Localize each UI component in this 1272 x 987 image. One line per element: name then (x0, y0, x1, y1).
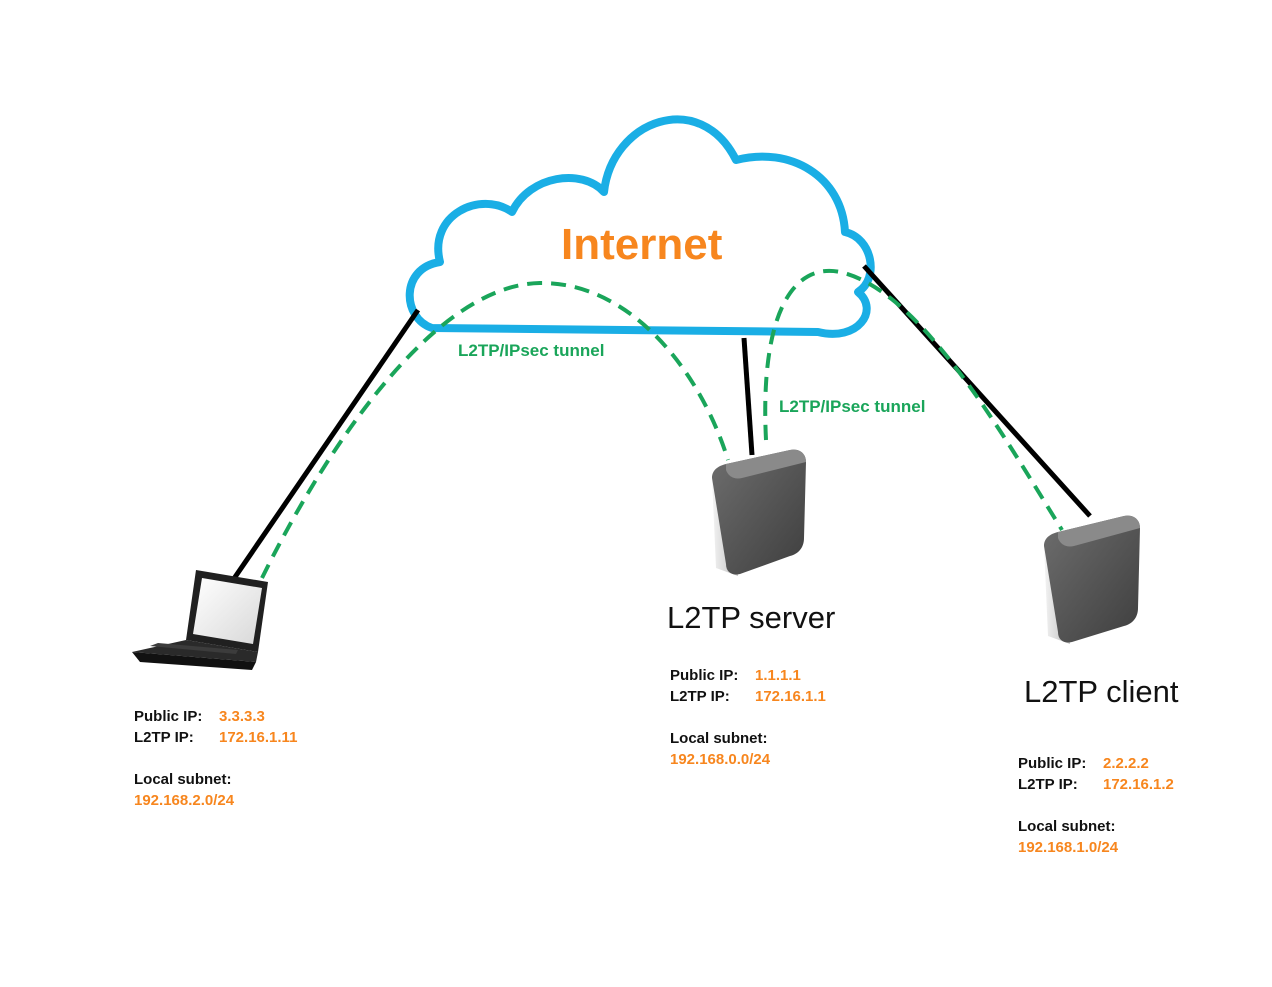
server-title: L2TP server (667, 600, 836, 635)
server-info: Public IP: 1.1.1.1 L2TP IP: 172.16.1.1 Loc… (670, 665, 826, 770)
public-ip-label: Public IP: (1018, 755, 1087, 772)
l2tp-ip-label: L2TP IP: (670, 688, 730, 705)
l2tp-ip-value: 172.16.1.2 (1103, 776, 1174, 793)
tunnel-label-right: L2TP/IPsec tunnel (779, 397, 926, 416)
link-laptop-internet (230, 308, 421, 582)
subnet-value: 192.168.1.0/24 (1018, 839, 1119, 856)
public-ip-label: Public IP: (134, 708, 203, 725)
tunnel-label-left: L2TP/IPsec tunnel (458, 341, 605, 360)
l2tp-ip-value: 172.16.1.11 (219, 729, 298, 746)
subnet-value: 192.168.2.0/24 (134, 792, 235, 809)
l2tp-ip-value: 172.16.1.1 (755, 688, 826, 705)
laptop-icon (132, 570, 268, 670)
public-ip-value: 3.3.3.3 (219, 708, 265, 725)
link-server-internet (741, 337, 755, 456)
server-router-icon (712, 449, 806, 576)
l2tp-ip-label: L2TP IP: (134, 729, 194, 746)
tunnel-server-client (763, 268, 1064, 532)
public-ip-value: 2.2.2.2 (1103, 755, 1149, 772)
tunnel-laptop-server (260, 280, 730, 579)
subnet-value: 192.168.0.0/24 (670, 751, 771, 768)
client-title: L2TP client (1024, 674, 1179, 709)
public-ip-value: 1.1.1.1 (755, 667, 801, 684)
link-client-internet (862, 264, 1092, 518)
client-router-icon (1044, 515, 1140, 644)
client-info: Public IP: 2.2.2.2 L2TP IP: 172.16.1.2 Loc… (1018, 753, 1174, 858)
public-ip-label: Public IP: (670, 667, 739, 684)
subnet-label: Local subnet: (134, 771, 232, 788)
laptop-info: Public IP: 3.3.3.3 L2TP IP: 172.16.1.11 Lo… (134, 706, 297, 811)
subnet-label: Local subnet: (670, 730, 768, 747)
subnet-label: Local subnet: (1018, 818, 1116, 835)
internet-label: Internet (561, 220, 723, 269)
internet-cloud-icon (405, 115, 875, 338)
l2tp-ip-label: L2TP IP: (1018, 776, 1078, 793)
